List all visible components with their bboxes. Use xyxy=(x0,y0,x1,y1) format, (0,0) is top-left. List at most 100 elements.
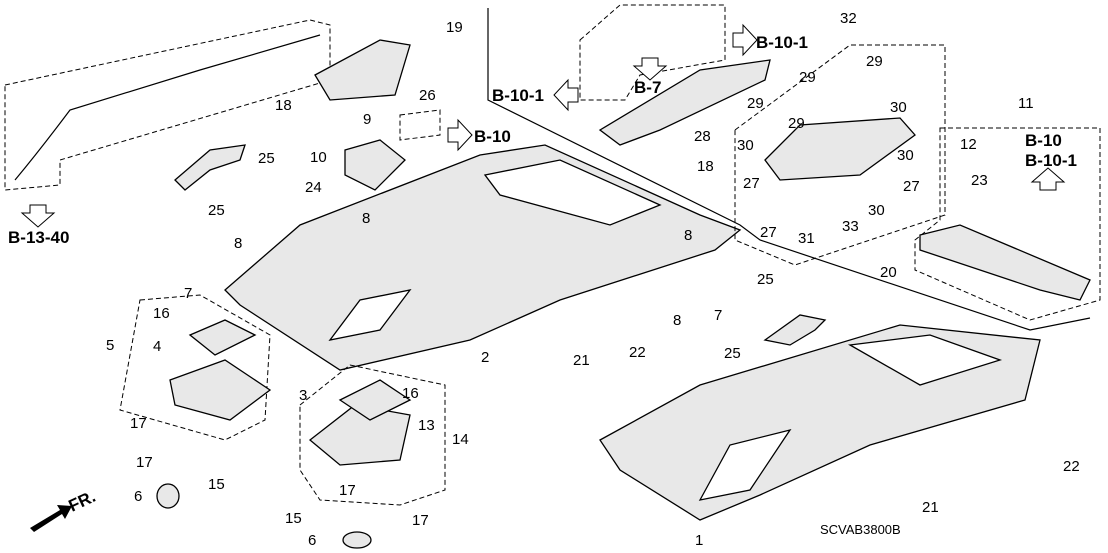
part-label-30: 30 xyxy=(897,147,914,164)
ref-b13-40[interactable]: B-13-40 xyxy=(8,228,69,247)
part-10-console xyxy=(344,139,406,191)
airbag-curtain xyxy=(14,34,321,181)
part-label-31: 31 xyxy=(798,230,815,247)
arrow-up-icon xyxy=(1030,167,1066,191)
part-label-7: 7 xyxy=(184,285,192,302)
part-label-6: 6 xyxy=(308,532,316,549)
part-label-22: 22 xyxy=(1063,458,1080,475)
part-label-28: 28 xyxy=(694,128,711,145)
headliner-recess xyxy=(328,289,412,341)
part-label-25: 25 xyxy=(258,150,275,167)
part-label-12: 12 xyxy=(960,136,977,153)
ref-b10-1-right[interactable]: B-10-1 xyxy=(1025,151,1077,170)
arrow-left-icon xyxy=(553,78,579,112)
ref-b10[interactable]: B-10 xyxy=(474,127,511,146)
part-label-13: 13 xyxy=(418,417,435,434)
part-label-18: 18 xyxy=(275,97,292,114)
arrow-right-icon xyxy=(732,23,758,57)
part-label-30: 30 xyxy=(868,202,885,219)
part-label-8: 8 xyxy=(673,312,681,329)
part-28-bracket xyxy=(598,59,771,146)
sunvisor-left xyxy=(169,359,272,421)
part-label-17: 17 xyxy=(130,415,147,432)
part-label-25: 25 xyxy=(208,202,225,219)
part-label-29: 29 xyxy=(788,115,805,132)
part-11-group-box xyxy=(914,127,1101,321)
ref-b10-right[interactable]: B-10 xyxy=(1025,131,1062,150)
part-label-18: 18 xyxy=(697,158,714,175)
sunvisor-14-box xyxy=(299,364,446,506)
part-label-15: 15 xyxy=(208,476,225,493)
grab-handle-left xyxy=(174,144,246,191)
part-label-24: 24 xyxy=(305,179,322,196)
part-label-26: 26 xyxy=(419,87,436,104)
part-label-29: 29 xyxy=(866,53,883,70)
vanity-mirror-4 xyxy=(188,319,257,356)
vanity-mirror-13 xyxy=(338,379,412,421)
part-label-30: 30 xyxy=(890,99,907,116)
sunvisor-right xyxy=(308,404,411,466)
diagram-code: SCVAB3800B xyxy=(820,522,901,537)
front-arrow-icon xyxy=(30,505,72,532)
part-label-21: 21 xyxy=(922,499,939,516)
part-label-16: 16 xyxy=(402,385,419,402)
part-label-30: 30 xyxy=(737,137,754,154)
part-label-29: 29 xyxy=(799,69,816,86)
part-label-17: 17 xyxy=(412,512,429,529)
part-label-15: 15 xyxy=(285,510,302,527)
part-label-14: 14 xyxy=(452,431,469,448)
part-label-8: 8 xyxy=(234,235,242,252)
part-label-19: 19 xyxy=(446,19,463,36)
part-label-21: 21 xyxy=(573,352,590,369)
part-label-23: 23 xyxy=(971,172,988,189)
ref-b7[interactable]: B-7 xyxy=(634,78,661,97)
grab-handle-right xyxy=(763,314,827,346)
part-6-cap-left xyxy=(156,483,180,509)
front-indicator: FR. xyxy=(66,487,99,516)
part-label-8: 8 xyxy=(362,210,370,227)
part-label-10: 10 xyxy=(310,149,327,166)
arrow-down-icon xyxy=(632,57,668,81)
part-label-25: 25 xyxy=(757,271,774,288)
airbag-group-box xyxy=(4,19,331,191)
headliner-upper xyxy=(224,144,742,371)
part-10-lamp-box xyxy=(399,109,441,141)
ref-b10-1-left[interactable]: B-10-1 xyxy=(492,86,544,105)
part-9-cover xyxy=(314,39,411,101)
section-divider xyxy=(487,8,1091,331)
part-label-6: 6 xyxy=(134,488,142,505)
part-label-8: 8 xyxy=(684,227,692,244)
part-label-27: 27 xyxy=(760,224,777,241)
part-label-2: 2 xyxy=(481,349,489,366)
part-label-27: 27 xyxy=(743,175,760,192)
part-label-27: 27 xyxy=(903,178,920,195)
arrow-down-icon xyxy=(20,204,56,228)
sunroof-opening xyxy=(483,159,662,226)
part-11-panel xyxy=(919,224,1091,301)
part-label-33: 33 xyxy=(842,218,859,235)
part-32-console xyxy=(764,117,916,181)
part-6-cap-right xyxy=(342,531,372,549)
part-label-17: 17 xyxy=(339,482,356,499)
headliner-recess-lower xyxy=(698,428,792,501)
part-label-3: 3 xyxy=(299,387,307,404)
part-32-group-box xyxy=(734,44,946,266)
sunroof-opening-lower xyxy=(847,334,1003,386)
sunvisor-5-box xyxy=(119,294,271,441)
part-label-11: 11 xyxy=(1018,95,1034,112)
part-label-22: 22 xyxy=(629,344,646,361)
part-label-29: 29 xyxy=(747,95,764,112)
part-label-20: 20 xyxy=(880,264,897,281)
part-label-32: 32 xyxy=(840,10,857,27)
arrow-right-icon xyxy=(447,118,473,152)
part-label-25: 25 xyxy=(724,345,741,362)
part-label-1: 1 xyxy=(695,532,703,549)
reference-arrows xyxy=(20,23,1066,228)
part-label-7: 7 xyxy=(714,307,722,324)
b10-1-wiring-box xyxy=(579,4,726,101)
ref-b10-1-top[interactable]: B-10-1 xyxy=(756,33,808,52)
part-label-5: 5 xyxy=(106,337,114,354)
